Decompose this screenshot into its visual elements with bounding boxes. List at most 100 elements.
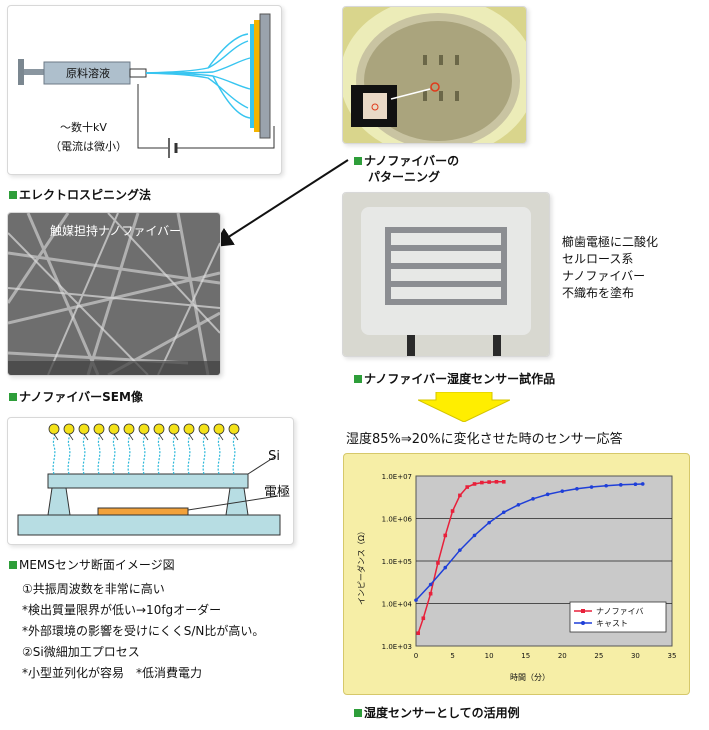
mems-fiber [232,429,236,475]
data-point [604,483,608,488]
mems-point: ①共振周波数を非常に高い [22,582,165,596]
prototype-photo [343,193,549,356]
x-tick-label: 20 [558,652,567,660]
data-point [416,631,420,636]
catalyst-ball [93,423,105,435]
catalyst-stem [218,433,224,441]
catalyst-ball [168,423,180,435]
voltage-label: ～数十kV [60,120,107,134]
electrospinning-diagram: 原料溶液 ～数十kV （電流は微小） [18,13,275,158]
data-point [531,497,535,501]
x-tick-label: 30 [631,652,640,660]
catalyst-stem [98,433,104,441]
sem-overlay-text: 触媒担持ナノファイバー [50,223,181,238]
mems-support-left [47,487,71,516]
collector-fibers [250,24,254,128]
x-axis-label: 時間（分） [510,673,550,682]
flow-arrow [212,159,349,248]
data-point [428,591,433,596]
y-tick-label: 1.0E+06 [382,516,413,524]
mems-fiber [97,429,101,475]
syringe-label: 原料溶液 [66,66,110,80]
catalyst-stem [188,433,194,441]
catalyst-ball [228,423,240,435]
mems-fiber [157,429,161,475]
data-point [633,482,638,487]
series-0 [416,480,506,636]
y-tick-label: 1.0E+03 [382,643,412,651]
x-tick-label: 0 [414,652,418,660]
electrospinning-panel: 原料溶液 ～数十kV （電流は微小） [7,5,282,175]
series-1 [414,482,645,602]
data-point [480,480,484,485]
mems-fiber [187,429,191,475]
catalyst-ball [48,423,60,435]
mems-fiber [127,429,131,475]
catalyst-ball [63,423,75,435]
data-point [589,485,594,489]
catalyst-stem [68,433,74,441]
current-note: （電流は微小） [50,139,127,153]
sem-caption: ナノファイバーSEM像 [9,390,143,405]
prototype-text-line: 櫛歯電極に二酸化 [562,235,659,249]
response-caption: 湿度センサーとしての活用例 [354,706,520,721]
mems-si-beam [47,473,249,489]
mems-point: *小型並列化が容易 *低消費電力 [22,666,203,680]
sem-panel: 触媒担持ナノファイバー [7,212,221,376]
data-point [487,520,491,525]
mems-electrode [97,507,189,516]
data-point [436,561,440,565]
x-tick-label: 15 [521,652,530,660]
y-tick-label: 1.0E+05 [382,558,412,566]
syringe-plunger-rod [24,69,44,75]
x-tick-label: 35 [668,652,677,660]
si-leader [247,455,277,475]
data-point [501,480,506,484]
mems-fiber [172,429,176,475]
mems-fiber [217,429,221,475]
data-point [494,480,499,484]
patterning-caption: ナノファイバーの [354,154,459,169]
catalyst-stem [158,433,164,441]
mems-fiber [67,429,71,475]
caption-marker [9,561,17,569]
data-point [414,598,418,602]
syringe-nozzle [129,68,147,78]
mems-catalyst-balls [48,423,240,441]
caption-marker [9,393,17,401]
x-tick-label: 10 [485,652,494,660]
data-point [545,492,550,497]
mems-point: ②Si微細加工プロセス [22,645,140,659]
mems-fiber [52,429,56,475]
data-point [560,489,565,493]
catalyst-stem [128,433,134,441]
y-axis-label: インピーダンス（Ω） [356,527,366,605]
legend-box [569,601,667,633]
fiber-jet [145,33,251,119]
data-point [516,503,521,507]
data-point [443,533,448,538]
mems-point: *検出質量限界が低い→10fgオーダー [22,603,222,617]
catalyst-stem [83,433,89,441]
prototype-text-line: 不織布を塗布 [562,286,635,300]
catalyst-ball [153,423,165,435]
sem-image: 触媒担持ナノファイバー [8,213,220,375]
catalyst-ball [138,423,150,435]
collector-plate-gold [254,20,260,132]
circuit-wire-return [177,126,275,149]
data-point [501,510,506,515]
response-title: 湿度85%⇒20%に変化させた時のセンサー応答 [346,432,623,447]
catalyst-ball [123,423,135,435]
data-point [487,480,491,484]
collector-plate [259,13,271,139]
circuit-wire [137,84,168,149]
data-point [450,509,455,513]
catalyst-stem [143,433,149,441]
mems-fiber [202,429,206,475]
catalyst-ball [108,423,120,435]
catalyst-stem [53,433,59,441]
mems-fiber [112,429,116,475]
